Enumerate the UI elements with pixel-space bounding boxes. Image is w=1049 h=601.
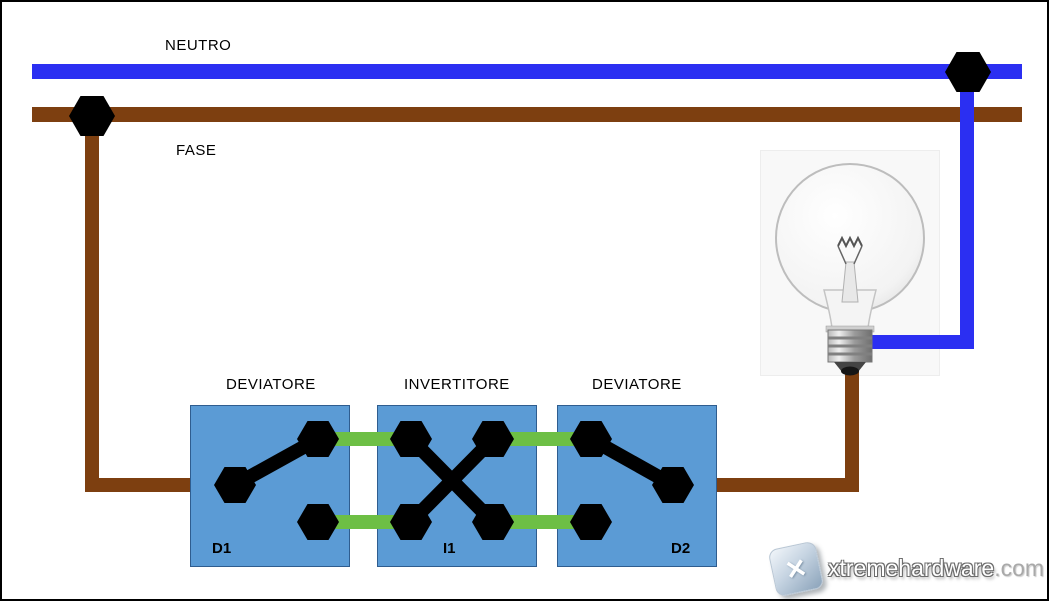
brand-name: xtremehardware — [828, 555, 995, 581]
component-label-i1: INVERTITORE — [404, 376, 510, 393]
phase-wire-drop — [85, 114, 99, 492]
neutral-wire-drop — [960, 72, 974, 349]
brand-watermark: ✕ xtremehardware.com — [767, 540, 1044, 599]
neutral-wire-label: NEUTRO — [165, 37, 232, 54]
brand-logo-icon: ✕ — [767, 540, 825, 598]
connector-bar-bottom-left — [318, 515, 411, 529]
neutral-wire-to-lamp — [870, 335, 974, 349]
connector-bar-top-right — [493, 432, 591, 446]
filament-supports — [837, 245, 863, 265]
neutral-wire — [32, 64, 1022, 79]
terminal-node-icon-d2-bottom — [570, 504, 612, 540]
phase-wire-from-d2 — [673, 478, 859, 492]
phase-wire-label: FASE — [176, 142, 217, 159]
junction-node-icon — [945, 52, 991, 92]
connector-bar-bottom-right — [493, 515, 591, 529]
terminal-node-icon-d2-common — [652, 467, 694, 503]
phase-wire — [32, 107, 1022, 122]
terminal-node-icon-d1-common — [214, 467, 256, 503]
terminal-node-icon-i1-bottom-left — [390, 504, 432, 540]
component-label-d1: DEVIATORE — [226, 376, 316, 393]
junction-node-icon — [69, 96, 115, 136]
base-contact — [841, 366, 859, 376]
terminal-node-icon-d1-top — [297, 421, 339, 457]
bulb-filament — [837, 235, 863, 249]
connector-bar-top-left — [318, 432, 411, 446]
brand-logo-glyph: ✕ — [782, 551, 810, 586]
screw-threads — [828, 336, 872, 356]
component-id-d2: D2 — [671, 540, 691, 557]
component-id-i1: I1 — [443, 540, 456, 557]
phase-wire-riser-to-lamp — [845, 364, 859, 492]
bulb-stem — [841, 261, 859, 303]
terminal-node-icon-i1-bottom-right — [472, 504, 514, 540]
terminal-node-icon-d1-bottom — [297, 504, 339, 540]
terminal-node-icon-i1-top-right — [472, 421, 514, 457]
light-bulb-icon — [775, 163, 925, 376]
terminal-node-icon-d2-top — [570, 421, 612, 457]
component-label-d2: DEVIATORE — [592, 376, 682, 393]
brand-tld: .com — [994, 555, 1045, 581]
brand-text: xtremehardware.com — [828, 555, 1044, 582]
component-id-d1: D1 — [212, 540, 232, 557]
terminal-node-icon-i1-top-left — [390, 421, 432, 457]
